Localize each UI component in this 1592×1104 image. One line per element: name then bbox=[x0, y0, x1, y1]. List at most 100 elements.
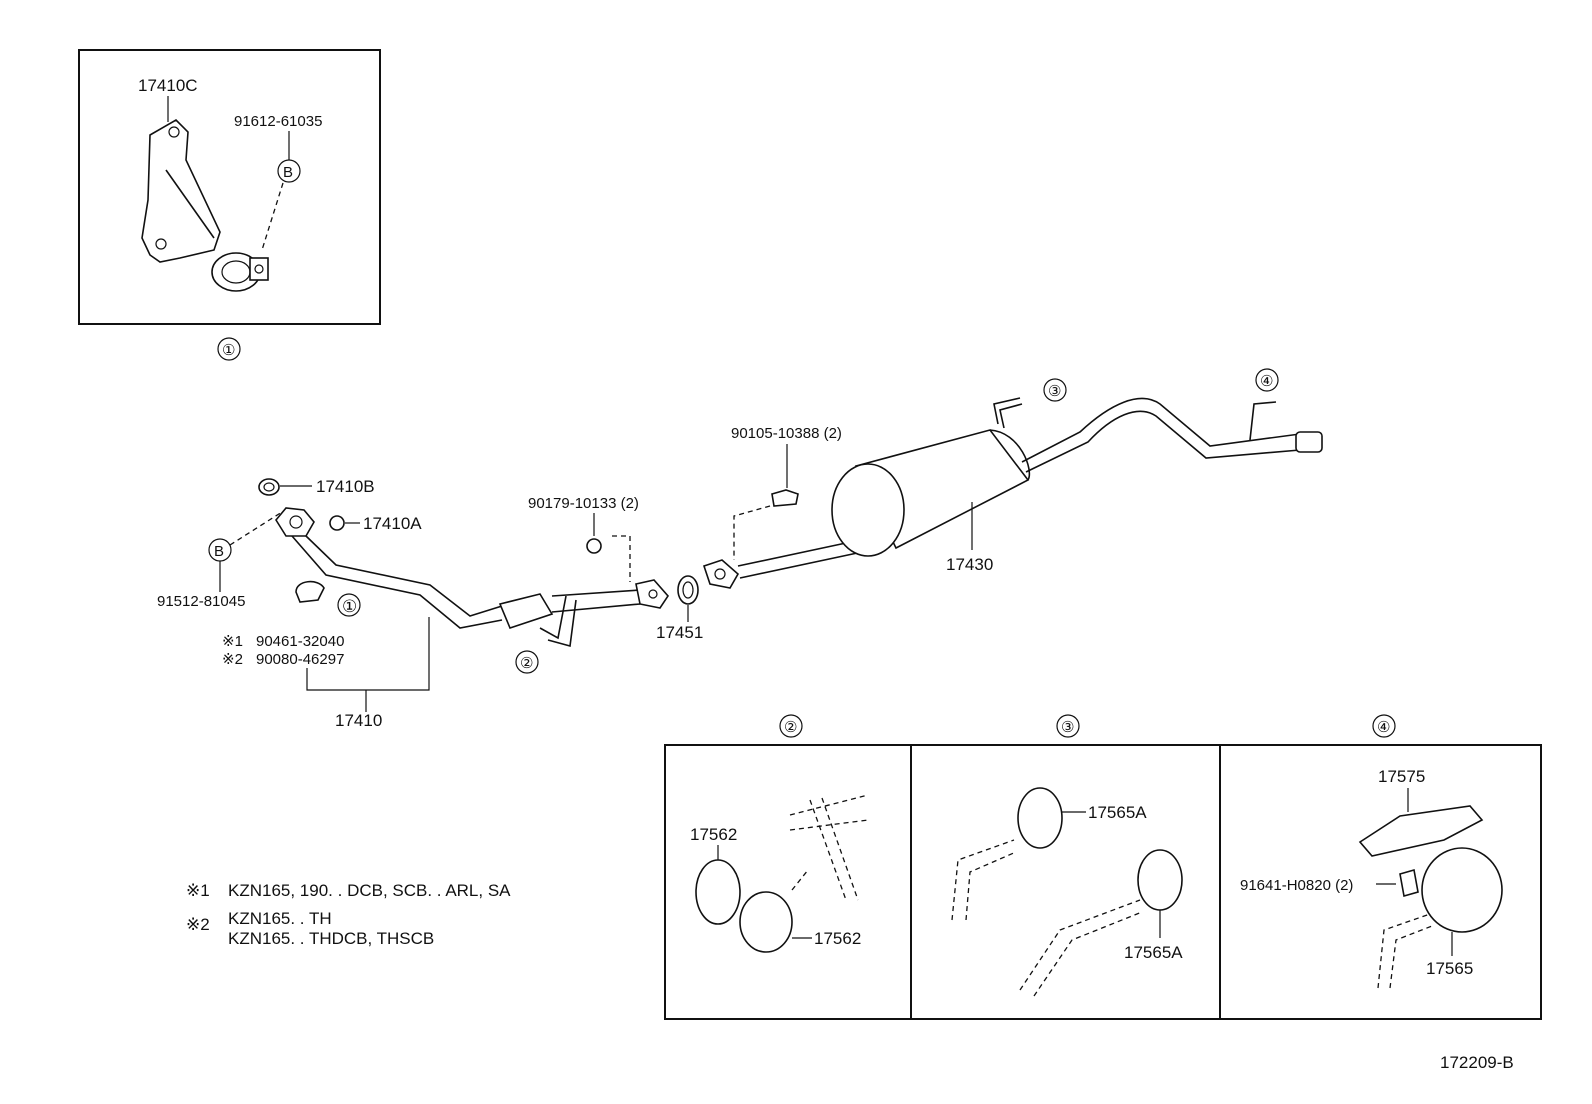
nut-17410a bbox=[329, 515, 345, 531]
dash-90179 bbox=[612, 535, 631, 582]
dash-inset bbox=[261, 182, 284, 251]
clamp-bolt bbox=[249, 257, 269, 281]
label-90179-10133: 90179-10133 (2) bbox=[528, 495, 639, 512]
panel-2-title: ② bbox=[784, 719, 797, 736]
gasket-17410b-hole bbox=[263, 482, 275, 492]
label-17565a-bottom: 17565A bbox=[1124, 943, 1183, 962]
ref-4-label: ④ bbox=[1260, 373, 1273, 390]
bolt-90105 bbox=[771, 489, 799, 507]
label-17562-a: 17562 bbox=[690, 825, 737, 844]
gasket-17451 bbox=[677, 575, 699, 605]
label-17451: 17451 bbox=[656, 623, 703, 642]
panel-4-title-circle bbox=[1372, 714, 1396, 738]
nut-90179 bbox=[586, 538, 602, 554]
detail-panels: ② 17562 17562 ③ 17565A 17565A ④ 17575 91… bbox=[664, 714, 1542, 1020]
bolt-91641 bbox=[1399, 868, 1419, 898]
label-17575: 17575 bbox=[1378, 767, 1425, 786]
ref-3-label: ③ bbox=[1048, 383, 1061, 400]
cushion-17565a-top bbox=[1017, 787, 1063, 849]
dash-90105 bbox=[733, 505, 771, 560]
gasket-17451-hole bbox=[682, 581, 694, 599]
label-17565: 17565 bbox=[1426, 959, 1473, 978]
clamp-bolt-head bbox=[254, 264, 264, 274]
legend-n1-mark: ※1 bbox=[186, 881, 210, 900]
figure-id: 172209-B bbox=[1440, 1053, 1514, 1072]
bracket-17410 bbox=[306, 617, 430, 691]
cushion-17565 bbox=[1421, 847, 1503, 933]
inset-1-caption: ① bbox=[222, 342, 235, 359]
p3-hanger-a bbox=[951, 839, 1017, 921]
label-17410b: 17410B bbox=[316, 477, 375, 496]
hanger-4 bbox=[1249, 401, 1277, 441]
panel-4-title: ④ bbox=[1377, 719, 1390, 736]
ref-3-circle bbox=[1043, 378, 1067, 402]
bracket-17410c bbox=[141, 119, 221, 263]
ref-1-circle bbox=[337, 593, 361, 617]
legend: ※1 KZN165, 190. . DCB, SCB. . ARL, SA ※2… bbox=[186, 881, 511, 948]
label-17410c: 17410C bbox=[138, 76, 198, 95]
sensor-boss bbox=[295, 580, 325, 603]
p2-hanger bbox=[791, 797, 859, 901]
tail-pipe bbox=[1021, 397, 1301, 473]
cushion-17562-b bbox=[739, 891, 793, 953]
flange-hole bbox=[289, 515, 303, 529]
mid-flange bbox=[635, 579, 670, 609]
legend-n2-text-b: KZN165. . THDCB, THSCB bbox=[228, 929, 434, 948]
bracket-hole-lower bbox=[155, 238, 167, 250]
legend-n2-mark: ※2 bbox=[186, 915, 210, 934]
b-marker-inset-text: B bbox=[283, 164, 293, 181]
label-91641-h0820: 91641-H0820 (2) bbox=[1240, 877, 1353, 894]
mid-pipe bbox=[551, 589, 641, 613]
inset-1-frame bbox=[78, 49, 381, 325]
muffler-inlet-pipe bbox=[737, 539, 863, 579]
front-pipe-upper bbox=[291, 535, 503, 629]
p4-hanger bbox=[1377, 913, 1433, 989]
muffler-rear bbox=[989, 429, 1031, 481]
cushion-17565a-bottom bbox=[1137, 849, 1183, 911]
main-assembly: 17410B 17410A B 91512-81045 ① ※1 90461-3… bbox=[157, 368, 1323, 730]
label-17562-b: 17562 bbox=[814, 929, 861, 948]
note1-mark: ※1 bbox=[222, 633, 243, 650]
cushion-17562-a bbox=[695, 859, 741, 925]
bracket-hole-upper bbox=[168, 126, 180, 138]
gasket-17410b bbox=[258, 478, 280, 496]
p2-pipe bbox=[789, 794, 869, 831]
mid-flange-hole bbox=[648, 589, 658, 599]
tail-flange bbox=[702, 559, 740, 589]
inset-1-caption-circle bbox=[217, 337, 241, 361]
hanger-2 bbox=[539, 595, 577, 648]
label-17430: 17430 bbox=[946, 555, 993, 574]
label-90105-10388: 90105-10388 (2) bbox=[731, 425, 842, 442]
label-17565a-top: 17565A bbox=[1088, 803, 1147, 822]
label-17410: 17410 bbox=[335, 711, 382, 730]
bracket-17575 bbox=[1358, 805, 1484, 857]
panel-3-title-circle bbox=[1056, 714, 1080, 738]
legend-n2-text-a: KZN165. . TH bbox=[228, 909, 332, 928]
note2-mark: ※2 bbox=[222, 651, 243, 668]
ref-2-label: ② bbox=[520, 655, 533, 672]
front-flange bbox=[275, 507, 315, 537]
p3-hanger-b bbox=[1019, 899, 1143, 997]
tail-pipe-tip bbox=[1295, 431, 1323, 453]
tail-flange-hole bbox=[714, 568, 726, 580]
muffler-end bbox=[831, 463, 905, 557]
ref-4-circle bbox=[1255, 368, 1279, 392]
label-17410a: 17410A bbox=[363, 514, 422, 533]
inset-1: 17410C 91612-61035 B ① bbox=[78, 49, 381, 361]
b-marker-inset bbox=[277, 159, 301, 183]
b-marker-main-text: B bbox=[214, 543, 224, 560]
dash-b bbox=[229, 511, 283, 546]
ref-1-label: ① bbox=[342, 597, 357, 616]
panel-2-title-circle bbox=[779, 714, 803, 738]
catalytic-converter bbox=[498, 593, 554, 629]
panel-3-title: ③ bbox=[1061, 719, 1074, 736]
label-91512-81045: 91512-81045 bbox=[157, 593, 245, 610]
hanger-3 bbox=[993, 397, 1023, 429]
ref-2-circle bbox=[515, 650, 539, 674]
note1-part: 90461-32040 bbox=[256, 633, 344, 650]
front-pipe-lower bbox=[305, 535, 503, 617]
legend-n1-text: KZN165, 190. . DCB, SCB. . ARL, SA bbox=[228, 881, 511, 900]
label-91612-61035: 91612-61035 bbox=[234, 113, 322, 130]
